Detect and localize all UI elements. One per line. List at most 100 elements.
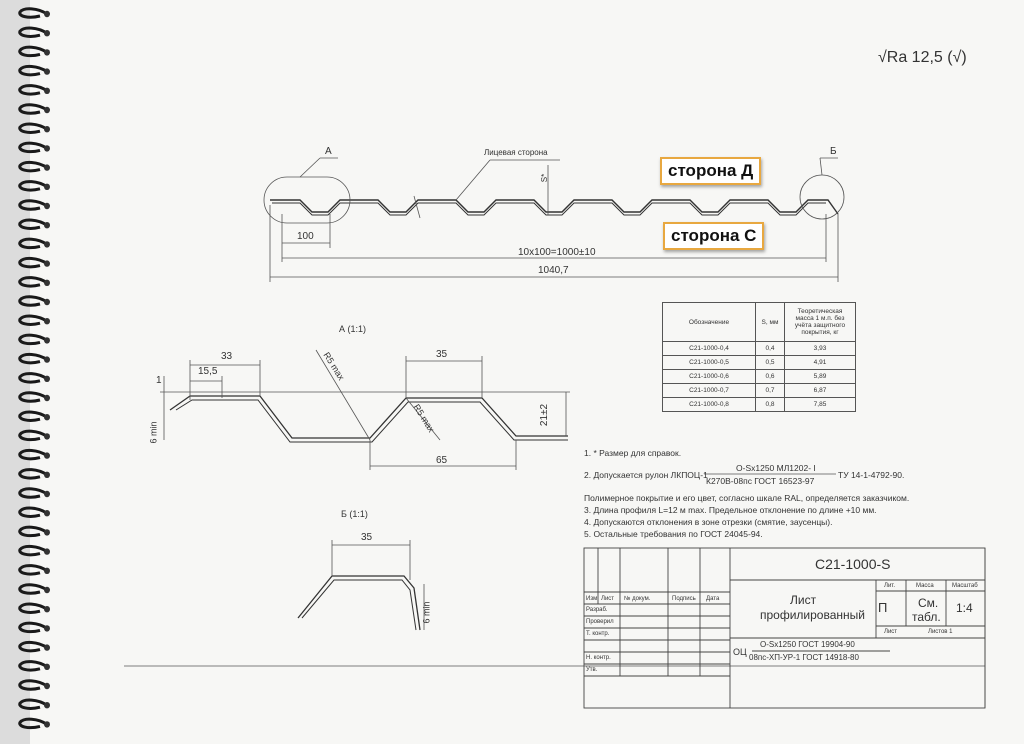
pitch-total-dimension: 10x100=1000±10 — [518, 247, 596, 258]
binding-ring — [18, 487, 50, 499]
binding-ring — [18, 141, 50, 154]
note-3: 3. Длина профиля L=12 м max. Предельное … — [584, 505, 877, 515]
name-line-2: профилированный — [760, 608, 865, 622]
binding-ring — [18, 218, 50, 230]
binding-ring — [18, 391, 50, 403]
spec-header-designation: Обозначение — [662, 302, 756, 342]
dim-1: 1 — [156, 375, 162, 386]
row-utv: Утв. — [586, 667, 598, 673]
material-top: О-Sx1250 ГОСТ 19904-90 — [760, 640, 855, 649]
detail-b-marker — [799, 174, 845, 220]
row-razrab: Разраб. — [586, 607, 608, 613]
binding-ring — [18, 295, 50, 307]
binding-ring — [18, 237, 50, 250]
binding-ring — [18, 468, 50, 480]
callout-side-d: сторона Д — [660, 157, 762, 185]
spec-cell: 5,89 — [784, 369, 856, 384]
col-date: Дата — [706, 596, 720, 602]
row-tkontr: Т. контр. — [586, 631, 610, 637]
binding-ring — [18, 199, 50, 211]
overall-dimension: 1040,7 — [538, 265, 569, 276]
binding-ring — [18, 372, 50, 384]
binding-ring — [18, 448, 50, 461]
binding-ring — [18, 717, 50, 730]
col-doc: № докум. — [624, 596, 651, 602]
binding-ring — [18, 429, 50, 442]
binding-ring — [18, 698, 50, 710]
binding-ring — [18, 621, 50, 634]
binding-ring — [18, 544, 50, 557]
binding-ring — [18, 583, 50, 595]
col-sign: Подпись — [672, 596, 696, 602]
note-5: 5. Остальные требования по ГОСТ 24045-94… — [584, 529, 763, 539]
pitch-dimension: 100 — [297, 231, 314, 242]
lit-label: Лит. — [884, 583, 896, 589]
title-block — [583, 547, 986, 709]
spec-cell: 0,7 — [755, 383, 785, 398]
dim-33: 33 — [221, 351, 233, 362]
spiral-binding — [18, 7, 50, 730]
note-2-extra: Полимерное покрытие и его цвет, согласно… — [584, 493, 910, 503]
mass-label: Масса — [916, 583, 934, 589]
binding-ring — [18, 410, 50, 422]
drawing-sheet — [30, 0, 1024, 744]
dim-21: 21±2 — [539, 403, 551, 427]
sheet-label: Лист — [884, 629, 898, 635]
scale-label: Масштаб — [952, 583, 978, 589]
note-2-suffix: ТУ 14-1-4792-90. — [838, 470, 905, 480]
mass-value-1: См. — [918, 596, 939, 610]
main-profile — [270, 199, 839, 215]
dim-65: 65 — [436, 455, 448, 466]
spec-cell: 4,91 — [784, 355, 856, 370]
row-prover: Проверил — [586, 619, 614, 625]
binding-ring — [18, 602, 50, 614]
detail-b-label: Б — [830, 146, 837, 157]
binding-ring — [18, 660, 50, 672]
binding-ring — [18, 64, 50, 77]
binding-ring — [18, 26, 50, 38]
spec-cell: 0,5 — [755, 355, 785, 370]
note-2-prefix: 2. Допускается рулон ЛКПОЦ-1 — [584, 470, 708, 480]
designation: С21-1000-S — [815, 556, 891, 572]
binding-ring — [18, 180, 50, 192]
spec-cell: 7,85 — [784, 397, 856, 412]
note-2-top: О-Sx1250 МЛ1202- I — [736, 463, 816, 473]
spec-header-mass: Теоретическая масса 1 м.п. без учёта защ… — [784, 302, 856, 342]
spec-cell: 3,93 — [784, 341, 856, 356]
detail-a-profile — [169, 395, 568, 439]
spec-cell: С21-1000-0,8 — [662, 397, 756, 412]
binding-ring — [18, 506, 50, 518]
binding-ring — [18, 640, 50, 653]
col-list: Лист — [601, 596, 615, 602]
binding-ring — [18, 525, 50, 538]
spec-cell: С21-1000-0,4 — [662, 341, 756, 356]
dim-15-5: 15,5 — [198, 366, 218, 377]
binding-ring — [18, 314, 50, 326]
dim-6min-b: 6 min — [421, 601, 432, 624]
col-izm: Изм — [586, 596, 598, 602]
spec-table: Обозначение S, мм Теоретическая масса 1 … — [662, 302, 856, 412]
dim-35-b: 35 — [361, 532, 373, 543]
spec-cell: 0,8 — [755, 397, 785, 412]
mass-value-2: табл. — [912, 610, 941, 624]
dim-35-a: 35 — [436, 349, 448, 360]
binding-ring — [18, 160, 50, 173]
note-2-bottom: К270В-08пс ГОСТ 16523-97 — [706, 476, 815, 486]
row-nkontr: Н. контр. — [586, 655, 611, 661]
note-1: 1. * Размер для справок. — [584, 448, 682, 458]
lit-value: П — [878, 600, 888, 615]
binding-ring — [18, 276, 50, 288]
spec-cell: 0,4 — [755, 341, 785, 356]
scale-value: 1:4 — [956, 601, 973, 615]
binding-ring — [18, 7, 50, 19]
spec-cell: 6,87 — [784, 383, 856, 398]
binding-ring — [18, 333, 50, 346]
callout-side-c: сторона С — [663, 222, 765, 250]
name-line-1: Лист — [790, 593, 817, 607]
binding-ring — [18, 122, 50, 134]
